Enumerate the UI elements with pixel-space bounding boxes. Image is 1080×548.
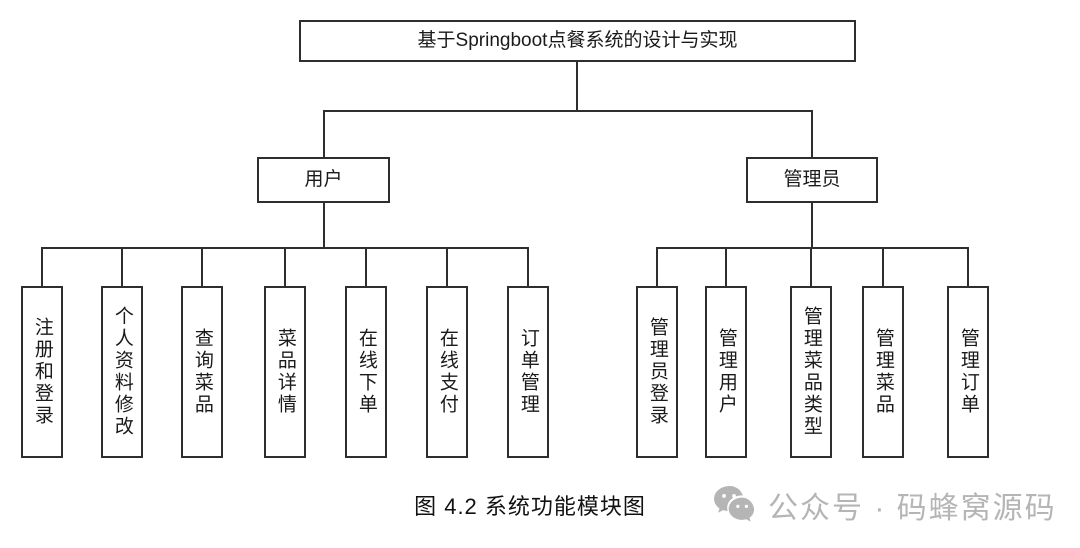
leaf-node-manage-dishes: 管理菜品: [862, 286, 904, 458]
connector-line: [527, 247, 529, 286]
wechat-icon: [714, 485, 755, 522]
leaf-node-admin-login: 管理员登录: [636, 286, 678, 458]
leaf-node-register-login: 注册和登录: [21, 286, 63, 458]
leaf-node-online-order: 在线下单: [345, 286, 387, 458]
watermark: 公众号 · 码蜂窝源码: [712, 483, 1057, 527]
connector-line: [201, 247, 203, 286]
connector-line: [323, 203, 325, 247]
leaf-node-order-manage: 订单管理: [507, 286, 549, 458]
root-node: 基于Springboot点餐系统的设计与实现: [299, 20, 856, 62]
connector-line: [882, 247, 884, 286]
watermark-text: 公众号 · 码蜂窝源码: [768, 492, 1057, 525]
leaf-node-manage-users: 管理用户: [705, 286, 747, 458]
leaf-node-dish-details: 菜品详情: [264, 286, 306, 458]
connector-line: [323, 110, 813, 112]
connector-line: [967, 247, 969, 286]
connector-line: [284, 247, 286, 286]
connector-line: [656, 247, 969, 249]
figure-caption: 图 4.2 系统功能模块图: [414, 494, 646, 519]
connector-line: [576, 62, 578, 110]
connector-line: [323, 110, 325, 157]
leaf-node-online-pay: 在线支付: [426, 286, 468, 458]
connector-line: [725, 247, 727, 286]
connector-line: [810, 247, 812, 286]
leaf-node-manage-orders: 管理订单: [947, 286, 989, 458]
leaf-node-profile-edit: 个人资料修改: [101, 286, 143, 458]
connector-line: [41, 247, 43, 286]
connector-line: [811, 110, 813, 157]
connector-line: [365, 247, 367, 286]
leaf-node-manage-dish-types: 管理菜品类型: [790, 286, 832, 458]
connector-line: [656, 247, 658, 286]
connector-line: [811, 203, 813, 247]
branch-node-admin: 管理员: [746, 157, 878, 203]
leaf-node-query-dishes: 查询菜品: [181, 286, 223, 458]
connector-line: [121, 247, 123, 286]
branch-node-user: 用户: [257, 157, 390, 203]
connector-line: [446, 247, 448, 286]
